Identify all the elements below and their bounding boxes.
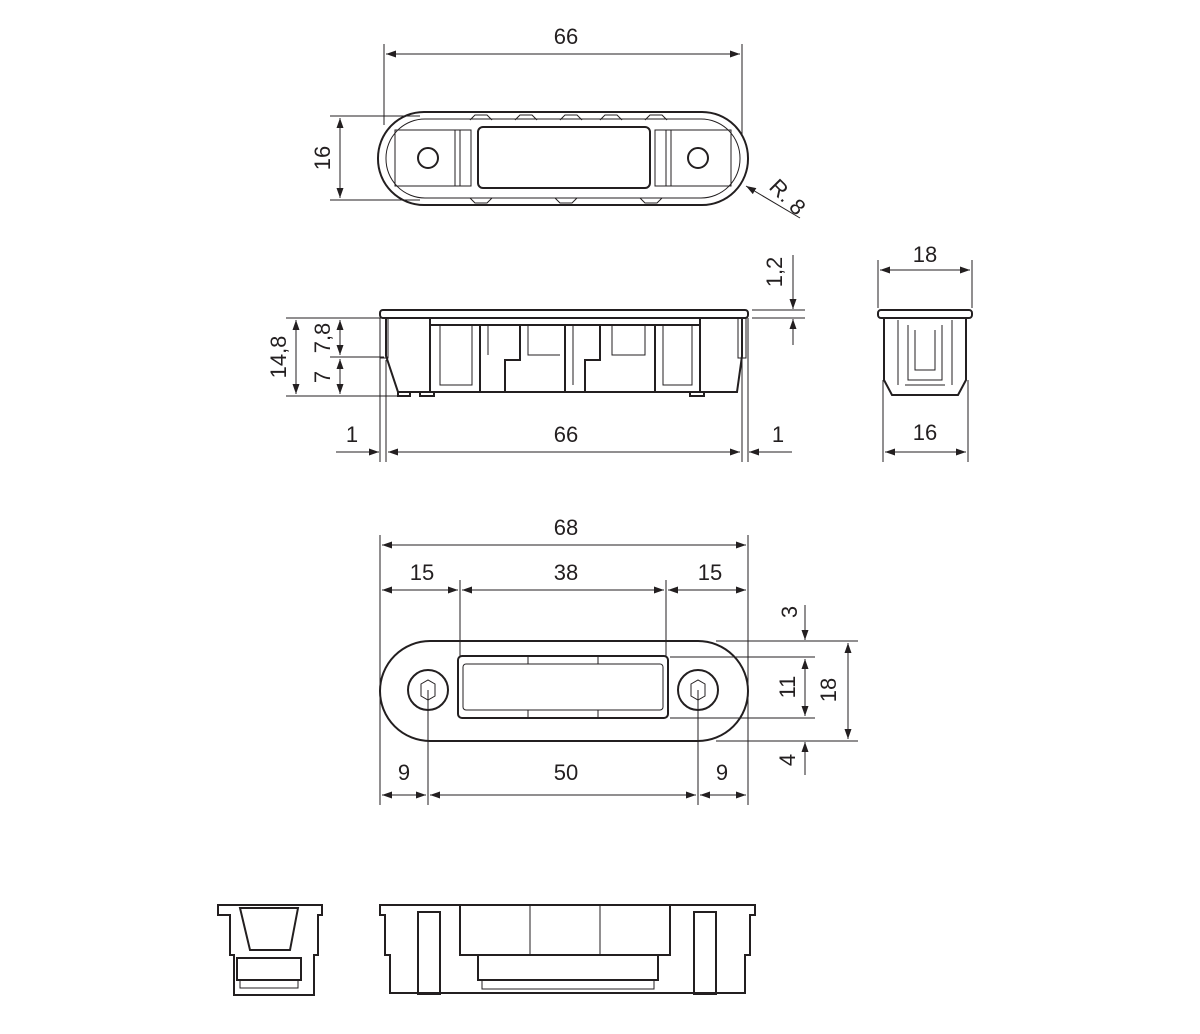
side-view: 14,8 7,8 7 1 66 1 1,2 — [266, 255, 805, 462]
dim-length: 66 — [554, 422, 578, 447]
right-clip — [665, 129, 732, 187]
dim-end-top-width: 18 — [913, 242, 937, 267]
left-hole — [417, 147, 439, 169]
dim-plan-height: 18 — [816, 678, 841, 702]
inner-outline — [385, 118, 741, 199]
end-view: 18 16 — [877, 242, 973, 462]
left-clip — [394, 129, 461, 187]
center-recess — [477, 126, 651, 189]
dim-plate: 1,2 — [762, 257, 787, 288]
dim-bottom-offset: 4 — [775, 754, 800, 766]
dim-slot: 11 — [775, 676, 800, 699]
dim-radius: R. 8 — [764, 174, 810, 220]
dim-top-offset: 3 — [777, 606, 802, 618]
dim-middle: 38 — [554, 560, 578, 585]
dim-right: 15 — [698, 560, 722, 585]
right-hole — [687, 147, 709, 169]
dim-edge-right: 9 — [716, 760, 728, 785]
dim-top-height: 16 — [310, 146, 335, 170]
dim-left: 15 — [410, 560, 434, 585]
dim-lower: 7 — [310, 371, 335, 383]
dim-upper: 7,8 — [310, 323, 335, 354]
dim-end-body-width: 16 — [913, 420, 937, 445]
dim-right-gap: 1 — [772, 422, 784, 447]
dim-hole-spacing: 50 — [554, 760, 578, 785]
top-view: 66 16 R. 8 — [310, 24, 811, 220]
dim-left-gap: 1 — [346, 422, 358, 447]
outer-outline — [377, 111, 749, 206]
dim-total: 68 — [554, 515, 578, 540]
plan-view: 68 15 38 15 9 50 9 3 11 4 18 — [379, 515, 858, 805]
dim-total-height: 14,8 — [266, 336, 291, 379]
dim-top-width: 66 — [554, 24, 578, 49]
section-view-long — [379, 904, 756, 995]
section-view-end — [217, 904, 323, 996]
dim-edge-left: 9 — [398, 760, 410, 785]
